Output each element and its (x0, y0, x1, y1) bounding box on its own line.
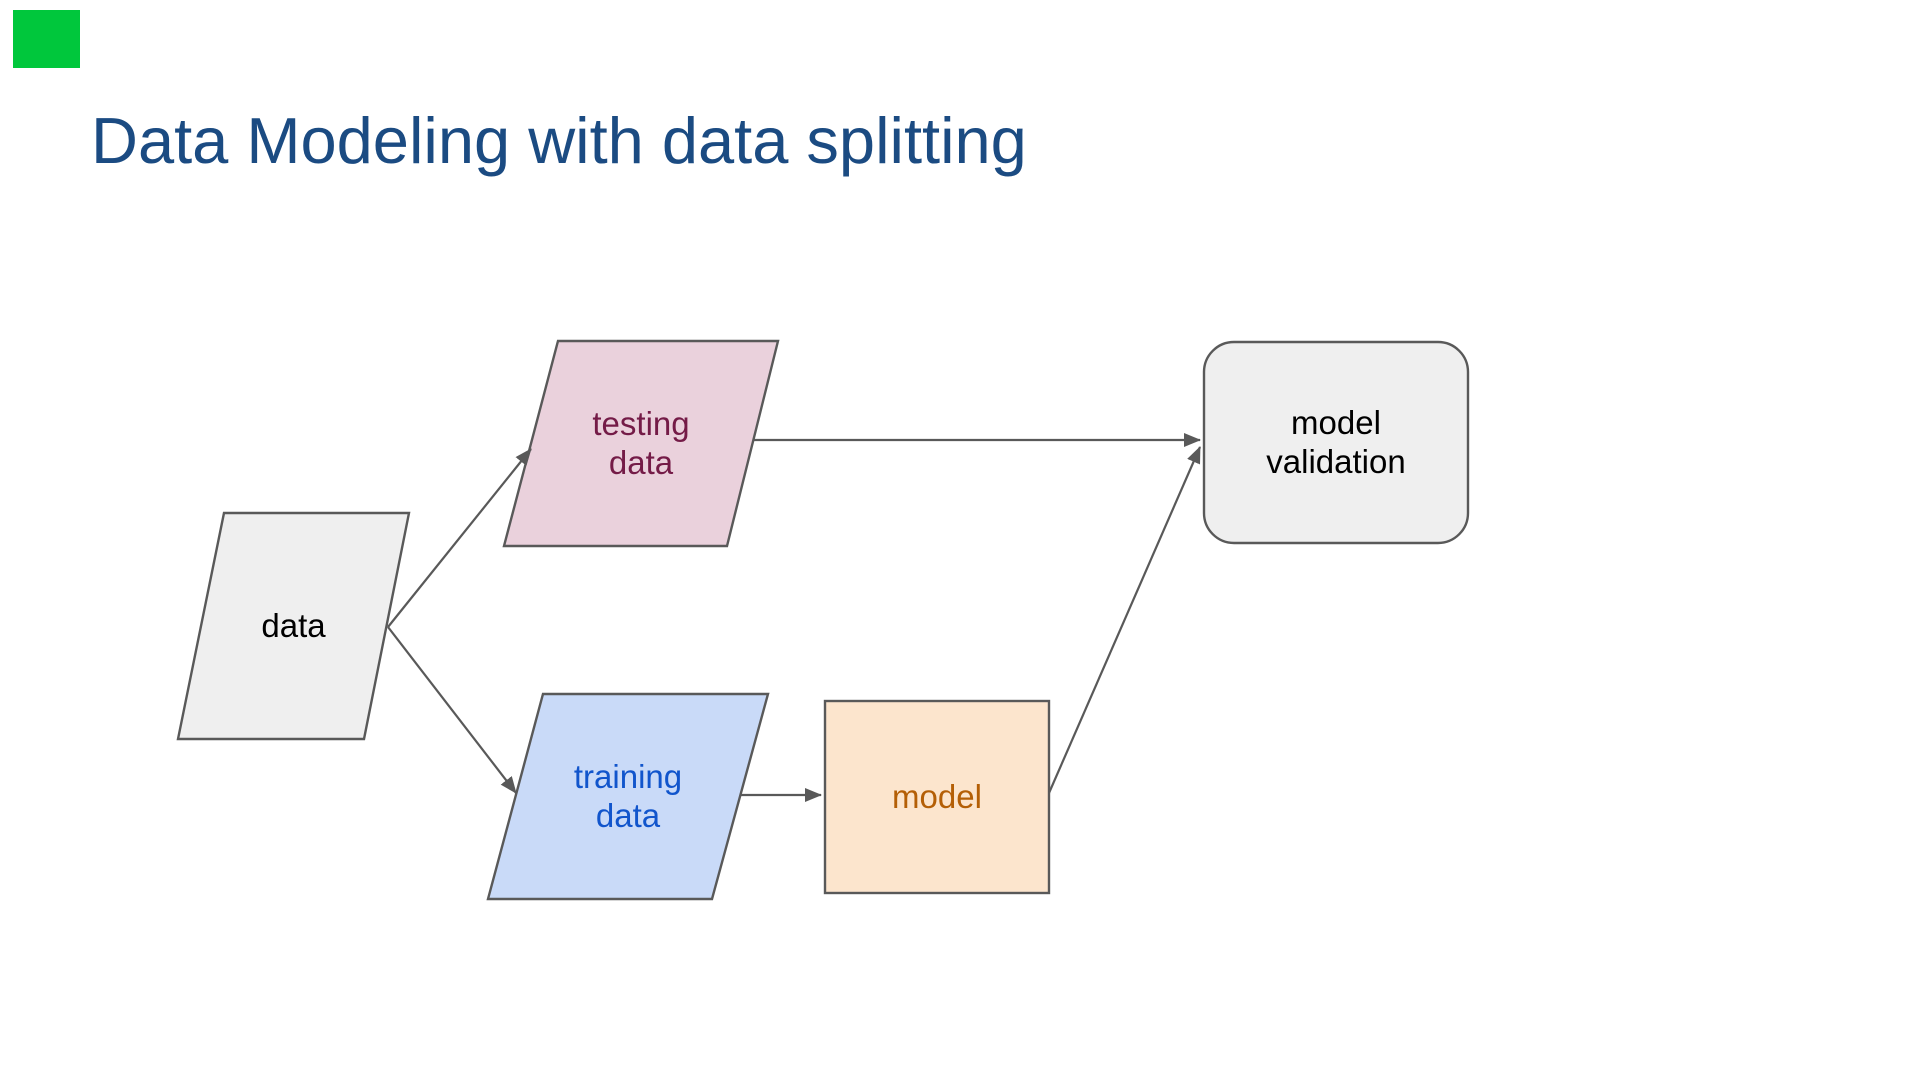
arrow-model-to-model-validation (1047, 446, 1202, 794)
slide-title: Data Modeling with data splitting (91, 104, 1027, 177)
node-data-label: data (261, 606, 326, 644)
node-model-label: model (892, 777, 982, 815)
node-model-shape (823, 699, 1051, 895)
node-model-validation-shape (1202, 340, 1470, 545)
node-testing-data-shape (502, 339, 780, 548)
node-training-data-label: training data (573, 758, 683, 834)
node-testing-data-label: testing data (592, 405, 690, 481)
arrow-data-to-training-data (387, 626, 517, 794)
node-training-data-shape (486, 692, 770, 901)
node-model-validation-label: model validation (1266, 404, 1406, 480)
arrow-data-to-testing-data (387, 448, 532, 628)
corner-marker (13, 10, 80, 68)
node-data-shape (176, 511, 411, 741)
